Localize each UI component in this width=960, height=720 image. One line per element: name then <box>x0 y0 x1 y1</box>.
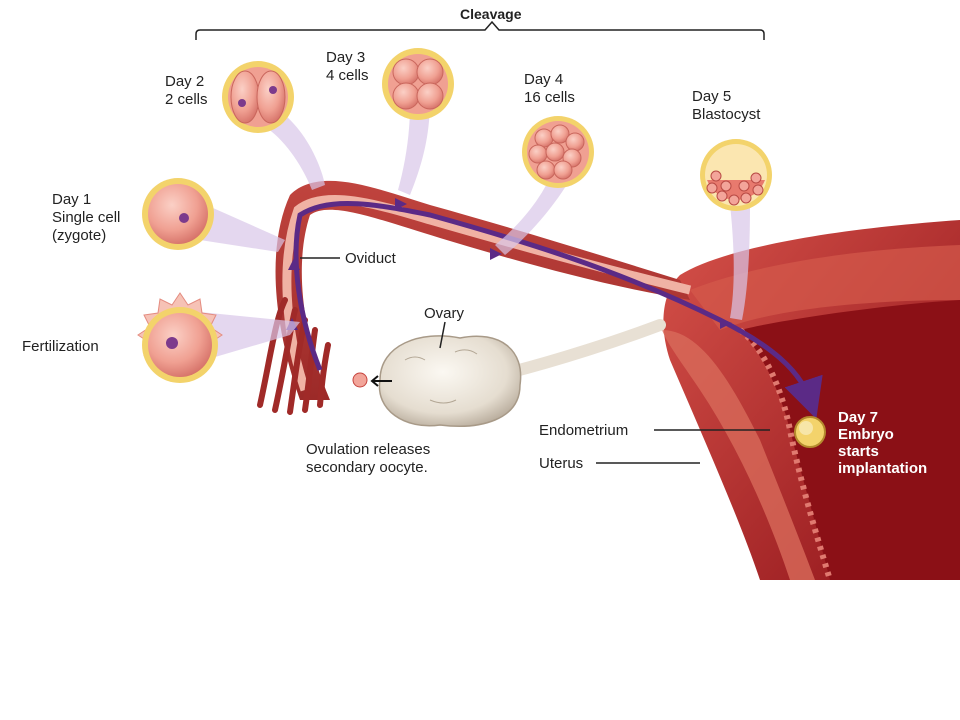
cell-fertilization <box>137 292 223 383</box>
label-day7: Day 7 Embryo starts implantation <box>838 409 927 477</box>
ovary <box>378 335 522 427</box>
migration-path <box>293 200 823 419</box>
label-endometrium: Endometrium <box>539 422 628 439</box>
label-day1: Day 1 Single cell (zygote) <box>52 191 125 244</box>
beam-day1 <box>195 200 285 252</box>
cleavage-bracket <box>195 20 765 40</box>
released-oocyte <box>352 372 368 388</box>
label-uterus: Uterus <box>539 455 583 472</box>
cell-day2 <box>222 61 294 133</box>
label-oviduct: Oviduct <box>345 250 397 267</box>
cell-day1 <box>142 178 214 250</box>
label-day3: Day 3 4 cells <box>326 49 369 84</box>
cell-day3 <box>382 48 454 120</box>
label-day5: Day 5 Blastocyst <box>692 88 761 123</box>
label-cleavage: Cleavage <box>460 6 522 22</box>
beam-fertilization <box>200 312 300 360</box>
label-day4: Day 4 16 cells <box>524 71 575 106</box>
cell-day5 <box>700 139 772 211</box>
ovulation-arrow-icon <box>370 375 392 387</box>
beam-day5 <box>730 205 750 320</box>
label-day2: Day 2 2 cells <box>165 73 208 108</box>
label-fertilization: Fertilization <box>22 338 99 355</box>
beam-day3 <box>398 100 430 195</box>
leader-lines <box>300 257 770 464</box>
label-ovulation: Ovulation releases secondary oocyte. <box>306 441 434 476</box>
label-ovary: Ovary <box>424 305 465 322</box>
cell-day4 <box>522 116 594 188</box>
